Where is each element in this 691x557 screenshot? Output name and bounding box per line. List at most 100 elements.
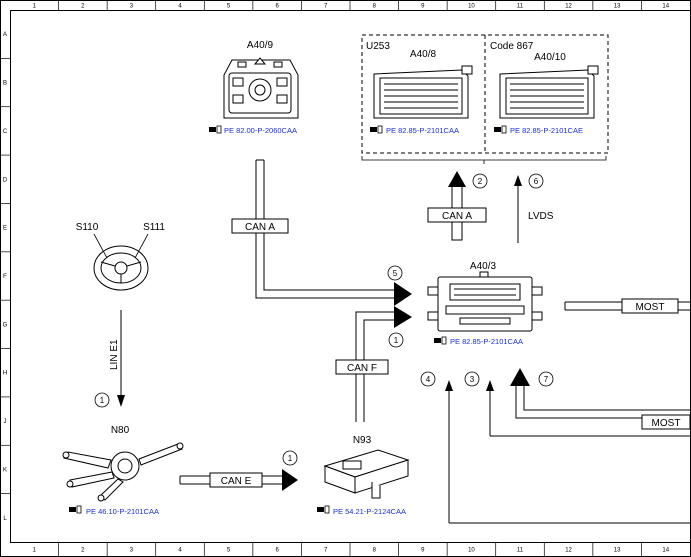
grid-column-label-bottom: 6	[275, 548, 279, 554]
a40-3-shape	[427, 271, 543, 332]
grid-column-label-top: 7	[324, 4, 328, 10]
grid-column-label-top: 14	[662, 4, 669, 10]
grid-column-label-top: 1	[33, 4, 37, 10]
book-icon	[209, 125, 222, 134]
grid-column-label-bottom: 2	[81, 548, 85, 554]
can-e-path: CAN E	[179, 469, 298, 491]
marker-3: 3	[464, 371, 480, 387]
book-icon	[317, 505, 330, 514]
marker-1-lin-text: 1	[100, 396, 105, 405]
grid-row-label: G	[3, 322, 8, 328]
grid-row-label: F	[3, 274, 7, 280]
marker-6-text: 6	[534, 177, 539, 186]
marker-6: 6	[528, 173, 544, 189]
marker-2-text: 2	[478, 177, 483, 186]
display-group: U253 A40/8 Code 867 A40/10 PE 82.85-P-21…	[361, 34, 609, 164]
lin-arrow	[117, 310, 125, 407]
marker-1-can-f: 1	[388, 332, 404, 348]
marker-1-can-f-text: 1	[394, 336, 399, 345]
n93-shape	[323, 449, 410, 499]
n80-shape	[62, 442, 184, 502]
lvds-label: LVDS	[528, 211, 554, 222]
a40-10-shape	[499, 65, 599, 119]
n80-ref: PE 46.10-P-2101CAA	[86, 507, 159, 516]
marker-5-text: 5	[393, 269, 398, 278]
can-a-left-label-box: CAN A	[231, 218, 289, 234]
grid-column-label-bottom: 3	[130, 548, 134, 554]
grid-row-label: H	[3, 371, 7, 377]
grid-column-label-bottom: 10	[468, 548, 475, 554]
can-a-top-label: CAN A	[442, 211, 472, 222]
grid-column-label-bottom: 11	[517, 548, 524, 554]
a40-9-ref: PE 82.00-P-2060CAA	[224, 126, 297, 135]
steering-wheel-shape	[93, 245, 149, 291]
book-icon	[434, 336, 447, 345]
a40-8-ref: PE 82.85-P-2101CAA	[386, 126, 459, 135]
grid-row-label: K	[3, 467, 7, 473]
a40-9-shape	[223, 57, 299, 119]
can-a-left-path	[255, 159, 412, 306]
marker-4: 4	[420, 371, 436, 387]
component-n93: N93 PE 54.21-P-2124CAA	[317, 435, 410, 516]
grid-column-label-top: 5	[227, 4, 231, 10]
n93-label: N93	[353, 435, 372, 446]
grid-row-label: C	[3, 129, 8, 135]
marker-5: 5	[387, 265, 403, 281]
book-icon	[494, 125, 507, 134]
most-right-label: MOST	[636, 302, 665, 313]
grid-column-label-bottom: 5	[227, 548, 231, 554]
marker-3-text: 3	[470, 375, 475, 384]
component-a40-3: A40/3 PE 82.85-P-2101CAA	[427, 261, 543, 346]
grid-row-label: B	[3, 81, 7, 87]
lin-label: LIN E1	[109, 339, 120, 370]
a40-8-shape	[373, 65, 473, 119]
can-a-left-label: CAN A	[245, 222, 275, 233]
grid-column-label-bottom: 1	[33, 548, 37, 554]
most-bottom-path: MOST	[510, 368, 691, 430]
grid-column-label-top: 8	[373, 4, 377, 10]
a40-10-label: A40/10	[534, 52, 566, 63]
most-right-path: MOST	[564, 298, 691, 314]
can-f-path	[355, 306, 412, 422]
grid-column-label-bottom: 14	[662, 548, 669, 554]
marker-7-text: 7	[544, 375, 549, 384]
grid-column-label-bottom: 8	[373, 548, 377, 554]
a40-3-ref: PE 82.85-P-2101CAA	[450, 337, 523, 346]
s110-leader	[93, 233, 108, 259]
grid-column-label-top: 2	[81, 4, 85, 10]
grid-column-label-top: 3	[130, 4, 134, 10]
can-f-label-box: CAN F	[335, 359, 389, 375]
line-3	[486, 380, 691, 437]
grid-row-label: A	[3, 32, 7, 38]
can-f-label: CAN F	[347, 363, 377, 374]
a40-10-ref: PE 82.85-P-2101CAE	[510, 126, 583, 135]
s111-leader	[134, 233, 149, 259]
marker-2: 2	[472, 173, 488, 189]
a40-10-group-label: Code 867	[490, 41, 534, 52]
can-e-label: CAN E	[221, 476, 252, 487]
component-n80: N80 PE 46.10-P-2101CAA	[62, 425, 184, 516]
marker-7: 7	[538, 371, 554, 387]
grid-row-label: D	[3, 177, 8, 183]
marker-1-lin: 1	[94, 392, 110, 408]
most-bottom-label: MOST	[652, 418, 681, 429]
grid-column-label-bottom: 12	[565, 548, 572, 554]
grid-row-label: E	[3, 226, 7, 232]
grid-row-label: J	[4, 419, 7, 425]
a40-3-label: A40/3	[470, 261, 497, 272]
can-a-top-label-box: CAN A	[427, 207, 487, 223]
s110-label: S110	[76, 222, 99, 233]
component-steering-wheel: S110 S111	[76, 222, 165, 291]
grid-row-label: L	[3, 516, 7, 522]
grid-column-label-top: 10	[468, 4, 475, 10]
grid-column-label-top: 6	[275, 4, 279, 10]
marker-4-text: 4	[426, 375, 431, 384]
book-icon	[69, 505, 82, 514]
n93-ref: PE 54.21-P-2124CAA	[333, 507, 406, 516]
lvds-arrow	[514, 175, 522, 243]
grid-column-label-top: 12	[565, 4, 572, 10]
grid-column-label-top: 4	[178, 4, 182, 10]
marker-1-can-e: 1	[282, 450, 298, 466]
grid-column-label-bottom: 7	[324, 548, 328, 554]
